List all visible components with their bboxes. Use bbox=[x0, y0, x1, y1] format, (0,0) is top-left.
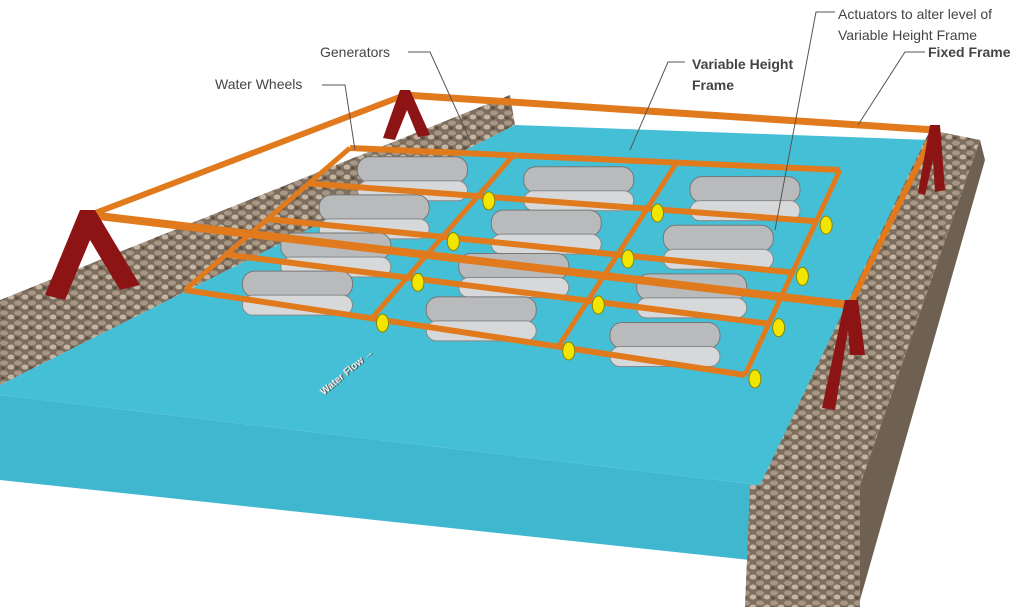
variable-height-frame-label-line2: Frame bbox=[692, 77, 735, 93]
water-front-face bbox=[0, 395, 760, 560]
a-frame-support bbox=[383, 90, 430, 140]
generator-wheel bbox=[376, 313, 389, 333]
water-wheel-roller bbox=[523, 166, 635, 194]
frame-bar bbox=[184, 287, 746, 378]
frame-bar bbox=[308, 180, 817, 225]
a-frame-support bbox=[45, 210, 140, 300]
water-wheel-roller bbox=[318, 194, 430, 222]
water-wheel-roller bbox=[490, 209, 602, 237]
water-wheel-roller bbox=[242, 270, 353, 298]
water-wheel-roller bbox=[357, 156, 468, 184]
frame-bar bbox=[225, 251, 770, 327]
variable-height-frame-label-line1: Variable Height bbox=[692, 56, 794, 72]
generator-wheel bbox=[748, 369, 762, 389]
generator-wheel bbox=[795, 266, 809, 286]
frame-bar bbox=[349, 145, 841, 173]
generator-wheel bbox=[411, 272, 425, 292]
water-wheel-roller bbox=[689, 176, 801, 204]
label-leader-lines bbox=[322, 11, 925, 231]
water-wheels-label: Water Wheels bbox=[215, 76, 303, 92]
water-wheel-roller bbox=[425, 296, 537, 324]
water-wheel-roller bbox=[425, 320, 537, 342]
fixed-frame bbox=[45, 90, 945, 410]
generator-wheel bbox=[772, 318, 786, 338]
right-bank-front bbox=[745, 485, 860, 607]
generator-wheel bbox=[446, 232, 460, 252]
frame-bar bbox=[742, 168, 843, 377]
generator-wheel bbox=[650, 203, 664, 223]
frame-bar bbox=[267, 216, 793, 276]
actuators-label-line2: Variable Height Frame bbox=[838, 27, 978, 43]
generator-wheel bbox=[819, 215, 833, 235]
right-bank-top bbox=[760, 130, 980, 485]
frame-bar bbox=[556, 161, 679, 349]
a-frame-support bbox=[822, 300, 865, 410]
water-wheel-roller bbox=[609, 322, 721, 350]
water-wheel-roller bbox=[662, 224, 774, 252]
right-bank-side bbox=[860, 140, 985, 600]
frame-bar bbox=[369, 153, 516, 320]
generator-wheel bbox=[482, 191, 496, 211]
fixed-frame-label: Fixed Frame bbox=[928, 44, 1011, 60]
frame-bar bbox=[183, 146, 352, 292]
generator-wheel bbox=[591, 295, 605, 315]
actuators-label-line1: Actuators to alter level of bbox=[838, 6, 993, 22]
generator-wheel bbox=[562, 341, 576, 361]
variable-height-frame bbox=[183, 145, 843, 389]
a-frame-support bbox=[918, 125, 945, 195]
generator-wheel bbox=[621, 249, 635, 269]
generators-label: Generators bbox=[320, 44, 391, 60]
